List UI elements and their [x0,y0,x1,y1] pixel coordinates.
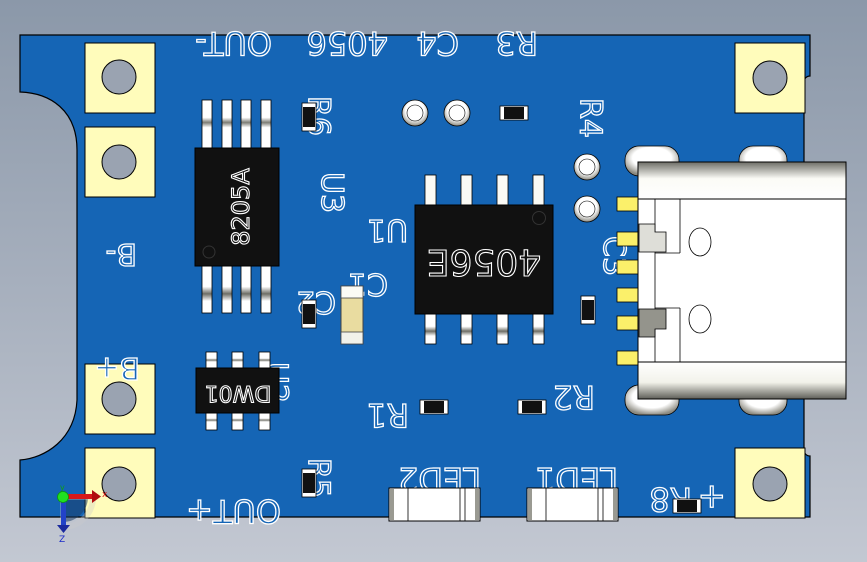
pad-plus[interactable] [734,447,806,519]
via [401,99,429,127]
axis-x-label: X [102,490,108,500]
via [573,153,601,181]
led1[interactable] [526,487,619,522]
via [448,104,466,122]
via [578,200,596,218]
label-out-minus: OUT- [195,24,272,62]
pad-b-plus[interactable] [84,363,156,435]
pad-top-right[interactable] [734,42,806,114]
resistor-r1[interactable] [419,399,449,415]
resistor-r3[interactable] [499,105,529,121]
label-plus: + [698,477,727,517]
pad-b-minus[interactable] [84,126,156,198]
label-out-plus: OUT+ [186,492,281,530]
axis-z-label: Z [59,535,65,545]
led2[interactable] [388,487,481,522]
resistor-r8[interactable] [672,498,702,514]
via [443,99,471,127]
resistor-r2[interactable] [517,399,547,415]
chip-u2-marking: DW01 [205,380,272,405]
label-c4: C4 [416,24,459,62]
capacitor-c3[interactable] [580,295,596,325]
capacitor-c1[interactable] [340,285,364,345]
label-r3: R3 [495,24,538,62]
capacitor-c2[interactable] [301,299,317,329]
pad-out-minus[interactable] [84,42,156,114]
label-r1: R1 [366,396,409,434]
label-4056: 4056 [307,24,388,62]
chip-u1-marking: 4056E [427,241,541,282]
resistor-r5[interactable] [301,468,317,498]
via [578,158,596,176]
label-b-plus: B+ [94,350,140,385]
label-u3: U3 [314,172,349,213]
label-r2: R2 [552,378,595,416]
label-b-minus: B- [106,236,137,271]
label-r4: R4 [572,98,607,138]
chip-u3-marking: 8205A [227,168,255,246]
via [573,195,601,223]
label-u1: U1 [367,212,408,247]
usb-c-connector[interactable] [616,145,847,416]
pad-out-plus[interactable] [84,447,156,519]
axis-triad: X Y Z [57,483,108,545]
via [406,104,424,122]
chip-u2[interactable]: DW01 [195,351,280,431]
chip-u1[interactable]: 4056E [414,174,554,345]
axis-y-label: Y [60,483,65,492]
chip-u3[interactable]: 8205A [194,99,280,314]
resistor-r6[interactable] [301,102,317,132]
